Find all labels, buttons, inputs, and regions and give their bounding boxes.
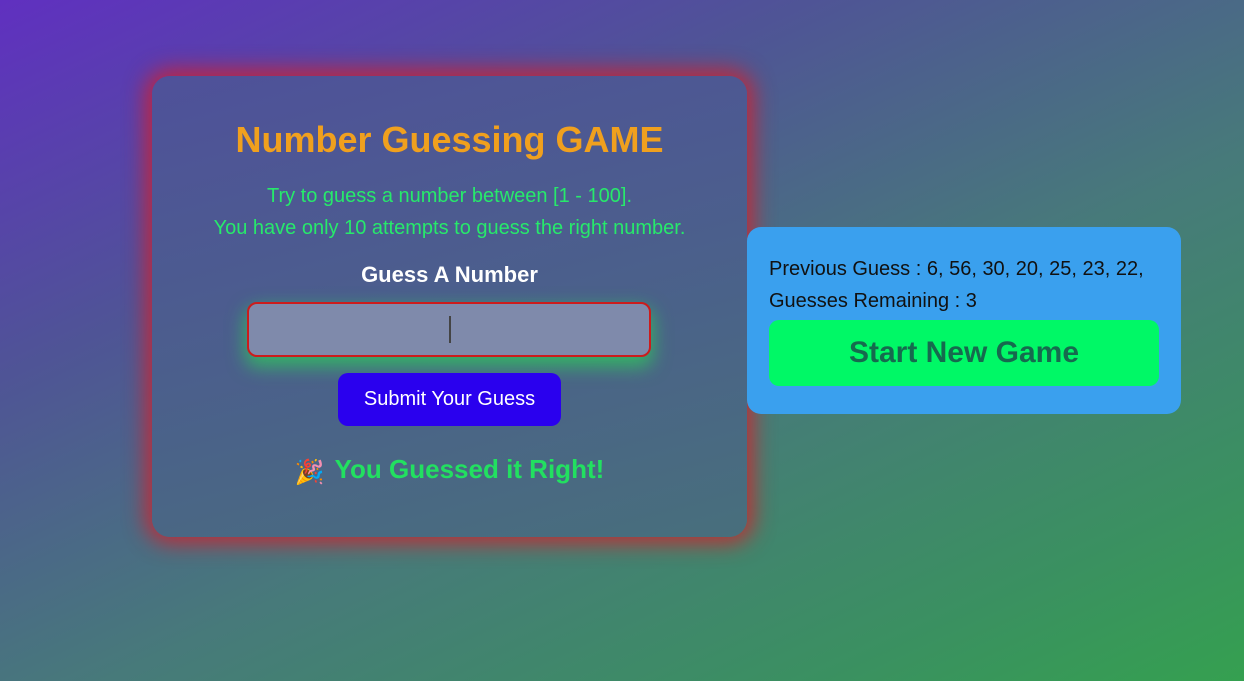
game-title: Number Guessing GAME	[235, 119, 664, 160]
instructions: Try to guess a number between [1 - 100].…	[152, 180, 747, 244]
previous-guesses: Previous Guess : 6, 56, 30, 20, 25, 23, …	[769, 258, 1144, 280]
guesses-remaining: Guesses Remaining : 3	[769, 290, 977, 312]
guess-label: Guess A Number	[361, 262, 538, 287]
game-card: Number Guessing GAME Try to guess a numb…	[152, 76, 747, 537]
submit-guess-button[interactable]: Submit Your Guess	[338, 373, 561, 426]
instruction-attempts: You have only 10 attempts to guess the r…	[213, 217, 686, 239]
text-caret	[449, 316, 451, 343]
status-panel: Previous Guess : 6, 56, 30, 20, 25, 23, …	[747, 227, 1181, 414]
instruction-range: Try to guess a number between [1 - 100].	[266, 185, 632, 207]
start-new-game-button[interactable]: Start New Game	[769, 320, 1159, 386]
result-message: 🎉 You Guessed it Right!	[152, 452, 747, 490]
result-text: You Guessed it Right!	[334, 454, 605, 484]
party-popper-icon: 🎉	[294, 459, 325, 486]
